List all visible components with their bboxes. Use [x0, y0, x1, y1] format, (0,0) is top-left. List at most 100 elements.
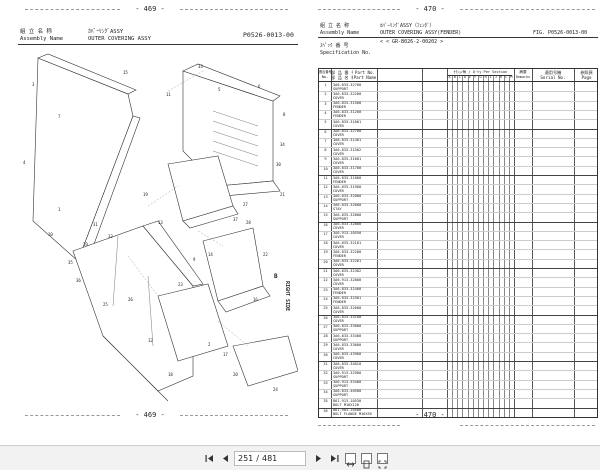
- part-name: BOLT FLANGE M16X55: [333, 412, 372, 417]
- row-number: 10: [323, 166, 328, 171]
- fit-width-button[interactable]: [345, 453, 356, 467]
- row-divider: [319, 277, 597, 279]
- col-divider: [503, 75, 505, 417]
- part-number: 3A6-833-32201: [333, 259, 362, 264]
- first-page-icon: [205, 455, 213, 462]
- part-number: 3A6-833-33000: [333, 324, 362, 329]
- row-divider: [319, 230, 597, 232]
- figure-reference: FIG. P0526-0013-00: [533, 30, 588, 36]
- row-number: 33: [323, 380, 328, 385]
- row-divider: [319, 379, 597, 381]
- header-rule: [318, 37, 598, 38]
- page-number-input[interactable]: 251 / 481: [234, 451, 306, 466]
- callout-label: 37: [233, 217, 238, 222]
- fit-page-button[interactable]: [361, 453, 372, 469]
- callout-label: 1: [58, 207, 61, 212]
- row-number: 4: [324, 110, 327, 115]
- callout-label: 30: [276, 162, 281, 167]
- row-number: 2: [324, 92, 327, 97]
- callout-label: 25: [103, 302, 108, 307]
- callout-label: 18: [168, 372, 173, 377]
- row-divider: [319, 147, 597, 149]
- row-number: 15: [323, 213, 328, 218]
- callout-label: 22: [263, 252, 268, 257]
- th-qty-col: B: [453, 75, 456, 79]
- row-divider: [319, 91, 597, 93]
- th-remarks: Remarks: [515, 75, 531, 79]
- fullscreen-button[interactable]: [377, 453, 388, 469]
- part-number: 3A6-913-32800: [333, 277, 362, 282]
- th-qty-col: K: [500, 75, 503, 79]
- row-divider: [319, 295, 597, 297]
- callout-label: 8: [283, 112, 286, 117]
- dash-rule: [460, 425, 595, 426]
- pdf-toolbar: 251 / 481: [0, 445, 600, 470]
- part-number: 3A6-833-40500: [333, 389, 362, 394]
- part-name: FENDER: [333, 300, 346, 305]
- next-page-button[interactable]: [312, 452, 324, 465]
- row-divider: [319, 119, 597, 121]
- col-divider: [462, 75, 464, 417]
- row-divider: [319, 323, 597, 325]
- callout-label: 2: [208, 342, 211, 347]
- part-name: SUPPORT: [333, 337, 349, 342]
- row-number: 29: [323, 343, 328, 348]
- assembly-name-jp: ｶﾊﾞｰﾘﾝｸﾞASSY（ﾌｪﾝﾀﾞ）: [380, 23, 435, 29]
- col-divider: [422, 69, 423, 417]
- row-divider: [319, 193, 597, 195]
- callout-label: 3: [32, 82, 35, 87]
- th-qty-col: C: [458, 75, 461, 79]
- row-divider: [319, 156, 597, 158]
- callout-label: 20: [233, 372, 238, 377]
- part-number: 3A6-833-32600: [333, 203, 362, 208]
- assembly-name: OUTER COVERING ASSY: [88, 36, 151, 42]
- fit-width-icon: [346, 462, 355, 467]
- th-page-jp: 参照頁: [580, 70, 593, 75]
- fullscreen-icon: [378, 460, 387, 469]
- callout-label: 10: [48, 232, 53, 237]
- spec-label-jp: ｽﾍﾟｯｸ 番 号: [320, 43, 349, 49]
- row-number: 12: [323, 185, 328, 190]
- row-number: 1: [324, 83, 327, 87]
- col-divider: [457, 75, 459, 417]
- part-name: SUPPORT: [333, 328, 349, 333]
- callout-label: 14: [208, 252, 213, 257]
- callout-label: 27: [243, 202, 248, 207]
- th-part-no-jp: 部 品 番 号: [331, 70, 353, 75]
- assembly-label-jp: 組 立 名 称: [20, 29, 52, 35]
- callout-label: 26: [128, 297, 133, 302]
- prev-page-button[interactable]: [219, 452, 231, 465]
- part-number: 3A6-833-32600: [333, 305, 362, 310]
- callout-label: 15: [123, 70, 128, 75]
- callout-label: 6: [258, 84, 261, 89]
- row-divider: [319, 100, 597, 102]
- part-name: FENDER: [333, 179, 346, 184]
- row-number: 25: [323, 306, 328, 311]
- direction-label: RIGHT SIDE: [284, 281, 290, 311]
- row-number: 30: [323, 352, 328, 357]
- row-number: 36: [323, 408, 328, 413]
- row-divider: [319, 286, 597, 288]
- th-qty-col: G: [479, 75, 482, 79]
- diagram-part: [102, 335, 169, 402]
- first-page-button[interactable]: [203, 452, 215, 465]
- col-divider: [493, 75, 495, 417]
- callout-label: 36: [76, 278, 81, 283]
- row-number: 7: [324, 138, 327, 143]
- row-number: 14: [323, 203, 328, 208]
- last-page-button[interactable]: [328, 452, 340, 465]
- callout-label: 9: [193, 257, 196, 262]
- part-name: COVER: [333, 244, 344, 249]
- row-divider: [319, 388, 597, 390]
